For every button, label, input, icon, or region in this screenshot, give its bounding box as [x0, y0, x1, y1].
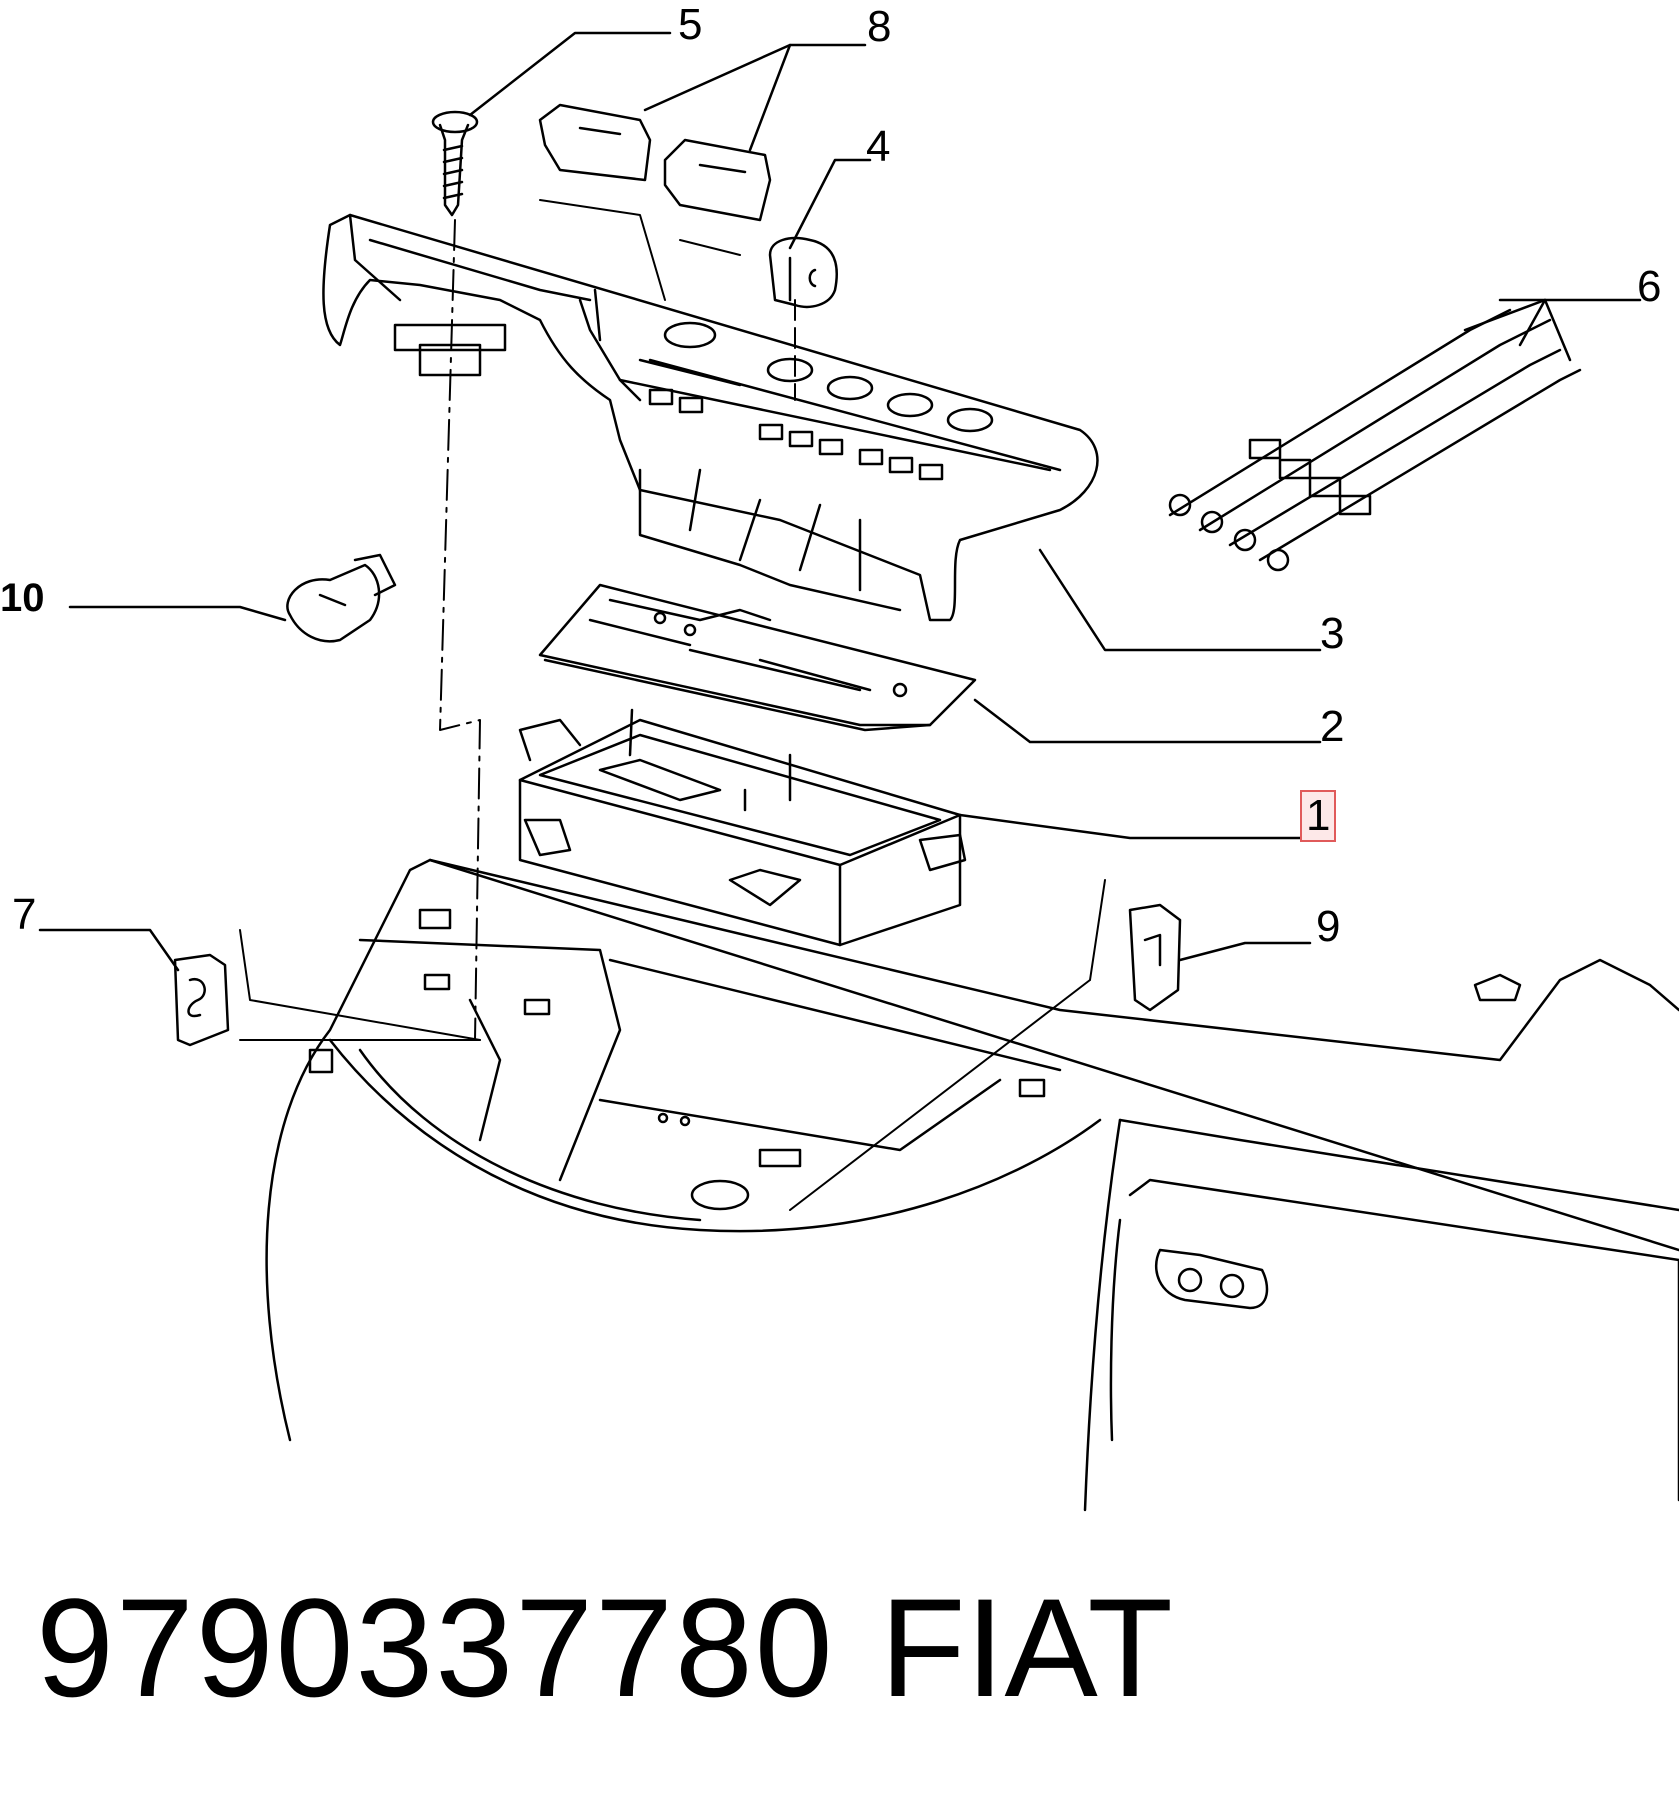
leader-lines [40, 33, 1640, 970]
part-number: 9790337780 [36, 1569, 835, 1726]
callout-8: 8 [867, 2, 892, 51]
part-3-bezel [323, 215, 1097, 620]
callout-9: 9 [1316, 902, 1341, 951]
leader-2 [975, 700, 1320, 742]
part-9-clip [1130, 905, 1180, 1010]
leader-1 [960, 815, 1320, 838]
leader-10 [70, 607, 285, 620]
callout-7: 7 [12, 890, 37, 939]
part-2-circuit-board [540, 585, 975, 730]
leader-3 [1040, 550, 1320, 650]
leader-4 [790, 160, 870, 248]
part-1-housing [520, 710, 965, 945]
leader-9 [1180, 943, 1310, 960]
callout-10: 10 [0, 576, 45, 620]
leader-6c [1520, 300, 1545, 345]
part-8-switches [540, 105, 770, 220]
leader-5 [470, 33, 670, 115]
leader-8a [645, 45, 865, 110]
part-5-screw [433, 112, 477, 215]
part-4-knob [770, 238, 837, 307]
leader-6d [1545, 300, 1570, 360]
part-10-bulb [287, 555, 395, 641]
callout-3: 3 [1320, 609, 1345, 658]
dashboard-panel [267, 860, 1679, 1510]
part-7-clip [175, 955, 228, 1045]
callout-4: 4 [866, 122, 891, 171]
brand-name: FIAT [880, 1569, 1173, 1726]
callout-6: 6 [1637, 262, 1662, 311]
part-6-wire-harness [1170, 310, 1580, 570]
button-pair-outline [1156, 1250, 1267, 1308]
leader-6b [1465, 300, 1545, 330]
callout-5: 5 [678, 0, 703, 49]
leader-7 [40, 930, 178, 970]
assembly-guide-lines [240, 200, 1105, 1210]
leader-8b [750, 45, 790, 150]
callout-1-highlighted: 1 [1300, 790, 1337, 842]
callout-2: 2 [1320, 702, 1345, 751]
